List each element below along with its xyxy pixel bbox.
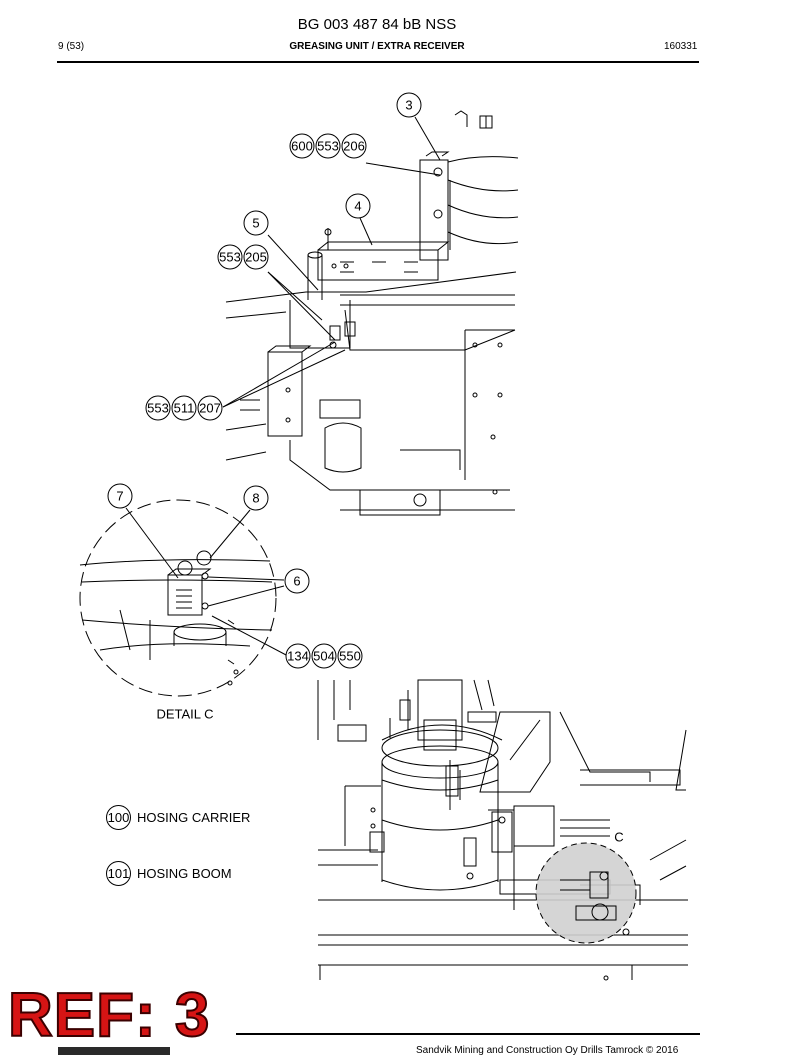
callout-6: 6 <box>284 568 310 594</box>
legend-text: HOSING BOOM <box>137 866 232 881</box>
ref-badge: REF: 3 <box>7 981 211 1050</box>
svg-text:553: 553 <box>317 139 339 154</box>
document-title: GREASING UNIT / EXTRA RECEIVER <box>289 41 465 52</box>
bottom-assembly-drawing <box>317 679 688 981</box>
svg-text:3: 3 <box>405 98 412 113</box>
callout-553-mid: 553 <box>217 244 243 270</box>
callout-134: 134 <box>285 643 311 669</box>
svg-text:550: 550 <box>339 649 361 664</box>
page-number: 9 (53) <box>58 41 85 52</box>
callout-511: 511 <box>171 395 197 421</box>
callout-8: 8 <box>243 485 269 511</box>
document-date: 160331 <box>664 41 698 52</box>
svg-text:553: 553 <box>147 401 169 416</box>
header-rule <box>57 61 699 63</box>
callout-553-low: 553 <box>145 395 171 421</box>
detail-c-label: DETAIL C <box>156 707 213 722</box>
legend-text: HOSING CARRIER <box>137 810 251 825</box>
detail-c-marker: C <box>614 830 623 845</box>
legend-number: 100 <box>106 805 131 830</box>
company-logo <box>58 1047 170 1055</box>
svg-text:205: 205 <box>245 250 267 265</box>
document-number: BG 003 487 84 bB NSS <box>297 16 457 33</box>
callout-3: 3 <box>396 92 422 118</box>
svg-text:504: 504 <box>313 649 335 664</box>
svg-text:206: 206 <box>343 139 365 154</box>
callout-205: 205 <box>243 244 269 270</box>
svg-text:600: 600 <box>291 139 313 154</box>
svg-text:207: 207 <box>199 401 221 416</box>
callout-550: 550 <box>337 643 363 669</box>
legend-item-hosing-carrier: 100 HOSING CARRIER <box>106 805 250 830</box>
legend-number: 101 <box>106 861 131 886</box>
footer-rule <box>236 1033 700 1035</box>
callout-4: 4 <box>345 193 371 219</box>
svg-text:7: 7 <box>116 489 123 504</box>
legend-item-hosing-boom: 101 HOSING BOOM <box>106 861 232 886</box>
svg-text:8: 8 <box>252 491 259 506</box>
svg-text:511: 511 <box>174 401 195 416</box>
svg-text:5: 5 <box>252 216 259 231</box>
callout-553-top: 553 <box>315 133 341 159</box>
callout-206: 206 <box>341 133 367 159</box>
svg-text:6: 6 <box>293 574 300 589</box>
top-assembly-drawing <box>222 110 519 516</box>
footer-copyright: Sandvik Mining and Construction Oy Drill… <box>416 1045 679 1056</box>
svg-text:553: 553 <box>219 250 241 265</box>
callout-5: 5 <box>243 210 269 236</box>
callout-504: 504 <box>311 643 337 669</box>
callout-7: 7 <box>107 483 133 509</box>
svg-text:134: 134 <box>287 649 309 664</box>
svg-text:4: 4 <box>354 199 361 214</box>
callout-207: 207 <box>197 395 223 421</box>
detail-c-drawing <box>79 499 289 697</box>
callout-600: 600 <box>289 133 315 159</box>
